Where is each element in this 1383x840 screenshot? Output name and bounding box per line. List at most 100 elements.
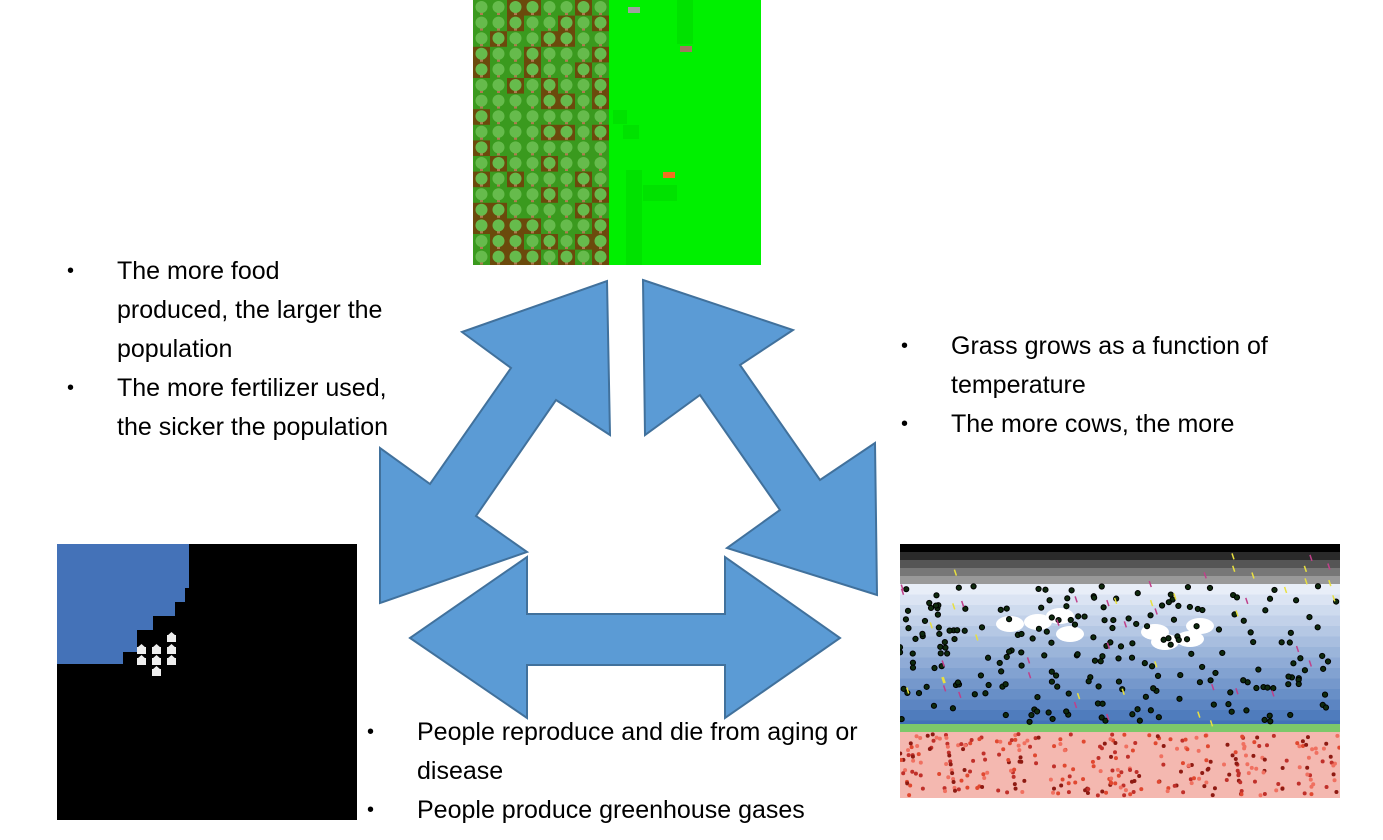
tree bbox=[492, 94, 505, 107]
heat-particle bbox=[1008, 768, 1013, 773]
heat-particle bbox=[965, 785, 970, 790]
heat-particle bbox=[981, 772, 986, 777]
co2-molecule bbox=[1091, 657, 1099, 664]
water-region bbox=[57, 544, 189, 664]
heat-particle bbox=[1251, 753, 1256, 758]
ray bbox=[1203, 572, 1207, 579]
heat-particle bbox=[1066, 781, 1071, 786]
tree bbox=[543, 1, 556, 13]
heat-particle bbox=[1280, 766, 1285, 771]
co2-molecule bbox=[1128, 654, 1136, 661]
tree bbox=[526, 1, 539, 13]
tree bbox=[492, 141, 505, 154]
tree bbox=[594, 63, 607, 76]
co2-molecule bbox=[1240, 617, 1247, 624]
co2-molecule bbox=[1081, 613, 1088, 620]
house bbox=[152, 669, 161, 676]
cow bbox=[680, 46, 692, 52]
heat-particle bbox=[1280, 786, 1285, 791]
tree bbox=[475, 157, 488, 169]
co2-molecule bbox=[1048, 614, 1055, 621]
ray bbox=[952, 603, 956, 610]
heat-particle bbox=[1296, 781, 1301, 786]
heat-particle bbox=[1245, 762, 1250, 767]
co2-molecule bbox=[1143, 623, 1151, 630]
tree bbox=[526, 235, 539, 247]
ray bbox=[1332, 595, 1336, 602]
heat-particle bbox=[1034, 761, 1039, 766]
co2-molecule bbox=[1099, 653, 1106, 660]
heat-particle bbox=[1009, 738, 1014, 743]
co2-molecule bbox=[909, 664, 917, 671]
ray bbox=[1149, 599, 1154, 607]
co2-molecule bbox=[935, 624, 942, 631]
tree bbox=[526, 172, 539, 185]
tree bbox=[543, 203, 556, 216]
heat-particle bbox=[1059, 783, 1064, 788]
co2-molecule bbox=[900, 715, 905, 723]
tree bbox=[543, 94, 556, 107]
co2-molecule bbox=[971, 691, 978, 698]
heat-particle bbox=[1022, 741, 1027, 746]
co2-molecule bbox=[1065, 690, 1072, 697]
space-layer bbox=[900, 544, 1340, 552]
heat-particle bbox=[1181, 790, 1186, 795]
heat-particle bbox=[998, 739, 1003, 744]
heat-particle bbox=[1297, 744, 1302, 749]
heat-particle bbox=[1048, 777, 1053, 782]
space-layer bbox=[900, 560, 1340, 568]
heat-particle bbox=[1058, 741, 1063, 746]
atmosphere-layer bbox=[900, 668, 1340, 679]
heat-particle bbox=[1104, 790, 1109, 795]
ray bbox=[1106, 642, 1111, 649]
heat-particle bbox=[1180, 738, 1185, 743]
atmosphere-layer bbox=[900, 615, 1340, 627]
heat-particle bbox=[1109, 776, 1114, 781]
heat-particle bbox=[1186, 763, 1191, 768]
heat-particle bbox=[1236, 773, 1241, 778]
ray bbox=[1154, 608, 1158, 615]
tree bbox=[543, 188, 556, 201]
atmosphere-layer bbox=[900, 584, 1340, 595]
co2-molecule bbox=[1134, 590, 1141, 597]
heat-particle bbox=[1017, 759, 1022, 764]
co2-molecule bbox=[1018, 649, 1025, 656]
co2-molecule bbox=[1085, 678, 1092, 685]
ray bbox=[1245, 597, 1249, 605]
tree bbox=[577, 125, 590, 138]
heat-particle bbox=[963, 743, 968, 748]
heat-particle bbox=[1161, 762, 1166, 767]
heat-particle bbox=[1241, 742, 1246, 747]
co2-molecule bbox=[1270, 685, 1277, 692]
heat-particle bbox=[1331, 763, 1336, 768]
co2-molecule bbox=[1035, 585, 1042, 593]
heat-particle bbox=[1242, 746, 1247, 751]
tree bbox=[492, 250, 505, 263]
ray bbox=[1327, 563, 1331, 570]
co2-molecule bbox=[937, 643, 944, 650]
co2-molecule bbox=[1206, 584, 1214, 592]
tree bbox=[526, 110, 539, 123]
tree bbox=[577, 16, 590, 29]
house-roof bbox=[137, 644, 146, 648]
co2-molecule bbox=[1101, 617, 1108, 624]
tree bbox=[509, 250, 522, 263]
heat-particle bbox=[1265, 743, 1270, 748]
tree bbox=[560, 32, 573, 45]
tree bbox=[475, 47, 488, 60]
co2-molecule bbox=[1115, 678, 1123, 685]
heat-particle bbox=[918, 773, 923, 778]
tree bbox=[543, 47, 556, 60]
heat-particle bbox=[927, 747, 932, 752]
ray bbox=[1106, 713, 1110, 721]
co2-molecule bbox=[1063, 708, 1070, 715]
heat-particle bbox=[1119, 770, 1124, 775]
heat-particle bbox=[956, 743, 961, 748]
co2-molecule bbox=[1046, 597, 1053, 604]
co2-molecule bbox=[1212, 669, 1219, 677]
ray bbox=[1251, 572, 1255, 579]
co2-molecule bbox=[1035, 625, 1043, 632]
space-layer bbox=[900, 568, 1340, 576]
ray bbox=[960, 600, 965, 608]
heat-particle bbox=[943, 732, 948, 737]
